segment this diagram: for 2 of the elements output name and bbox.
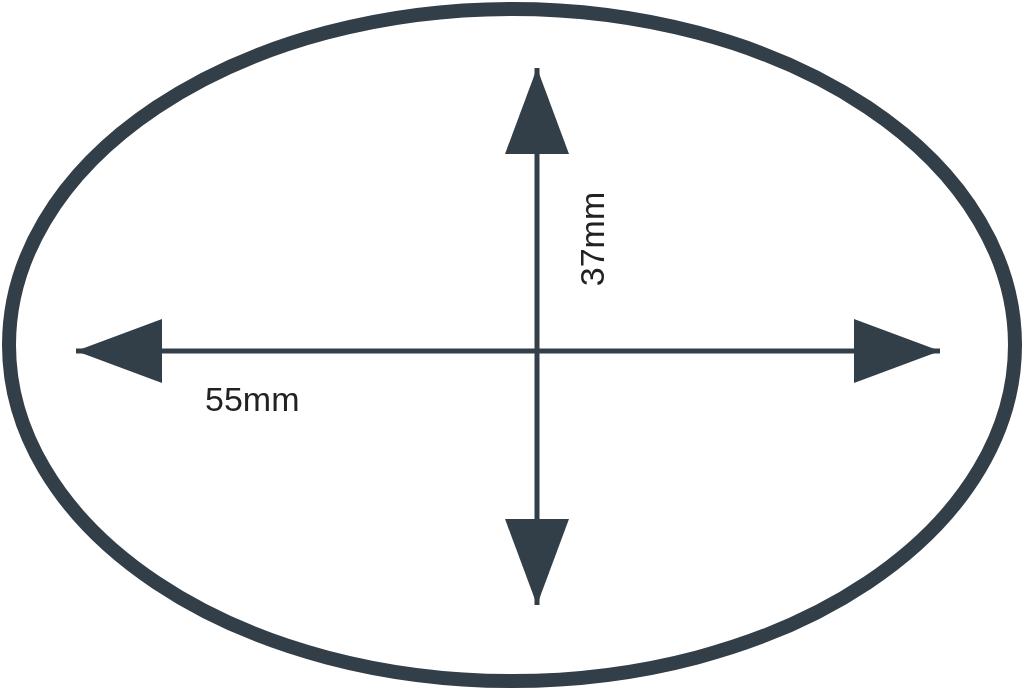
dimension-label: 37mm [575,191,610,287]
dimension-label: 55mm [205,382,300,416]
